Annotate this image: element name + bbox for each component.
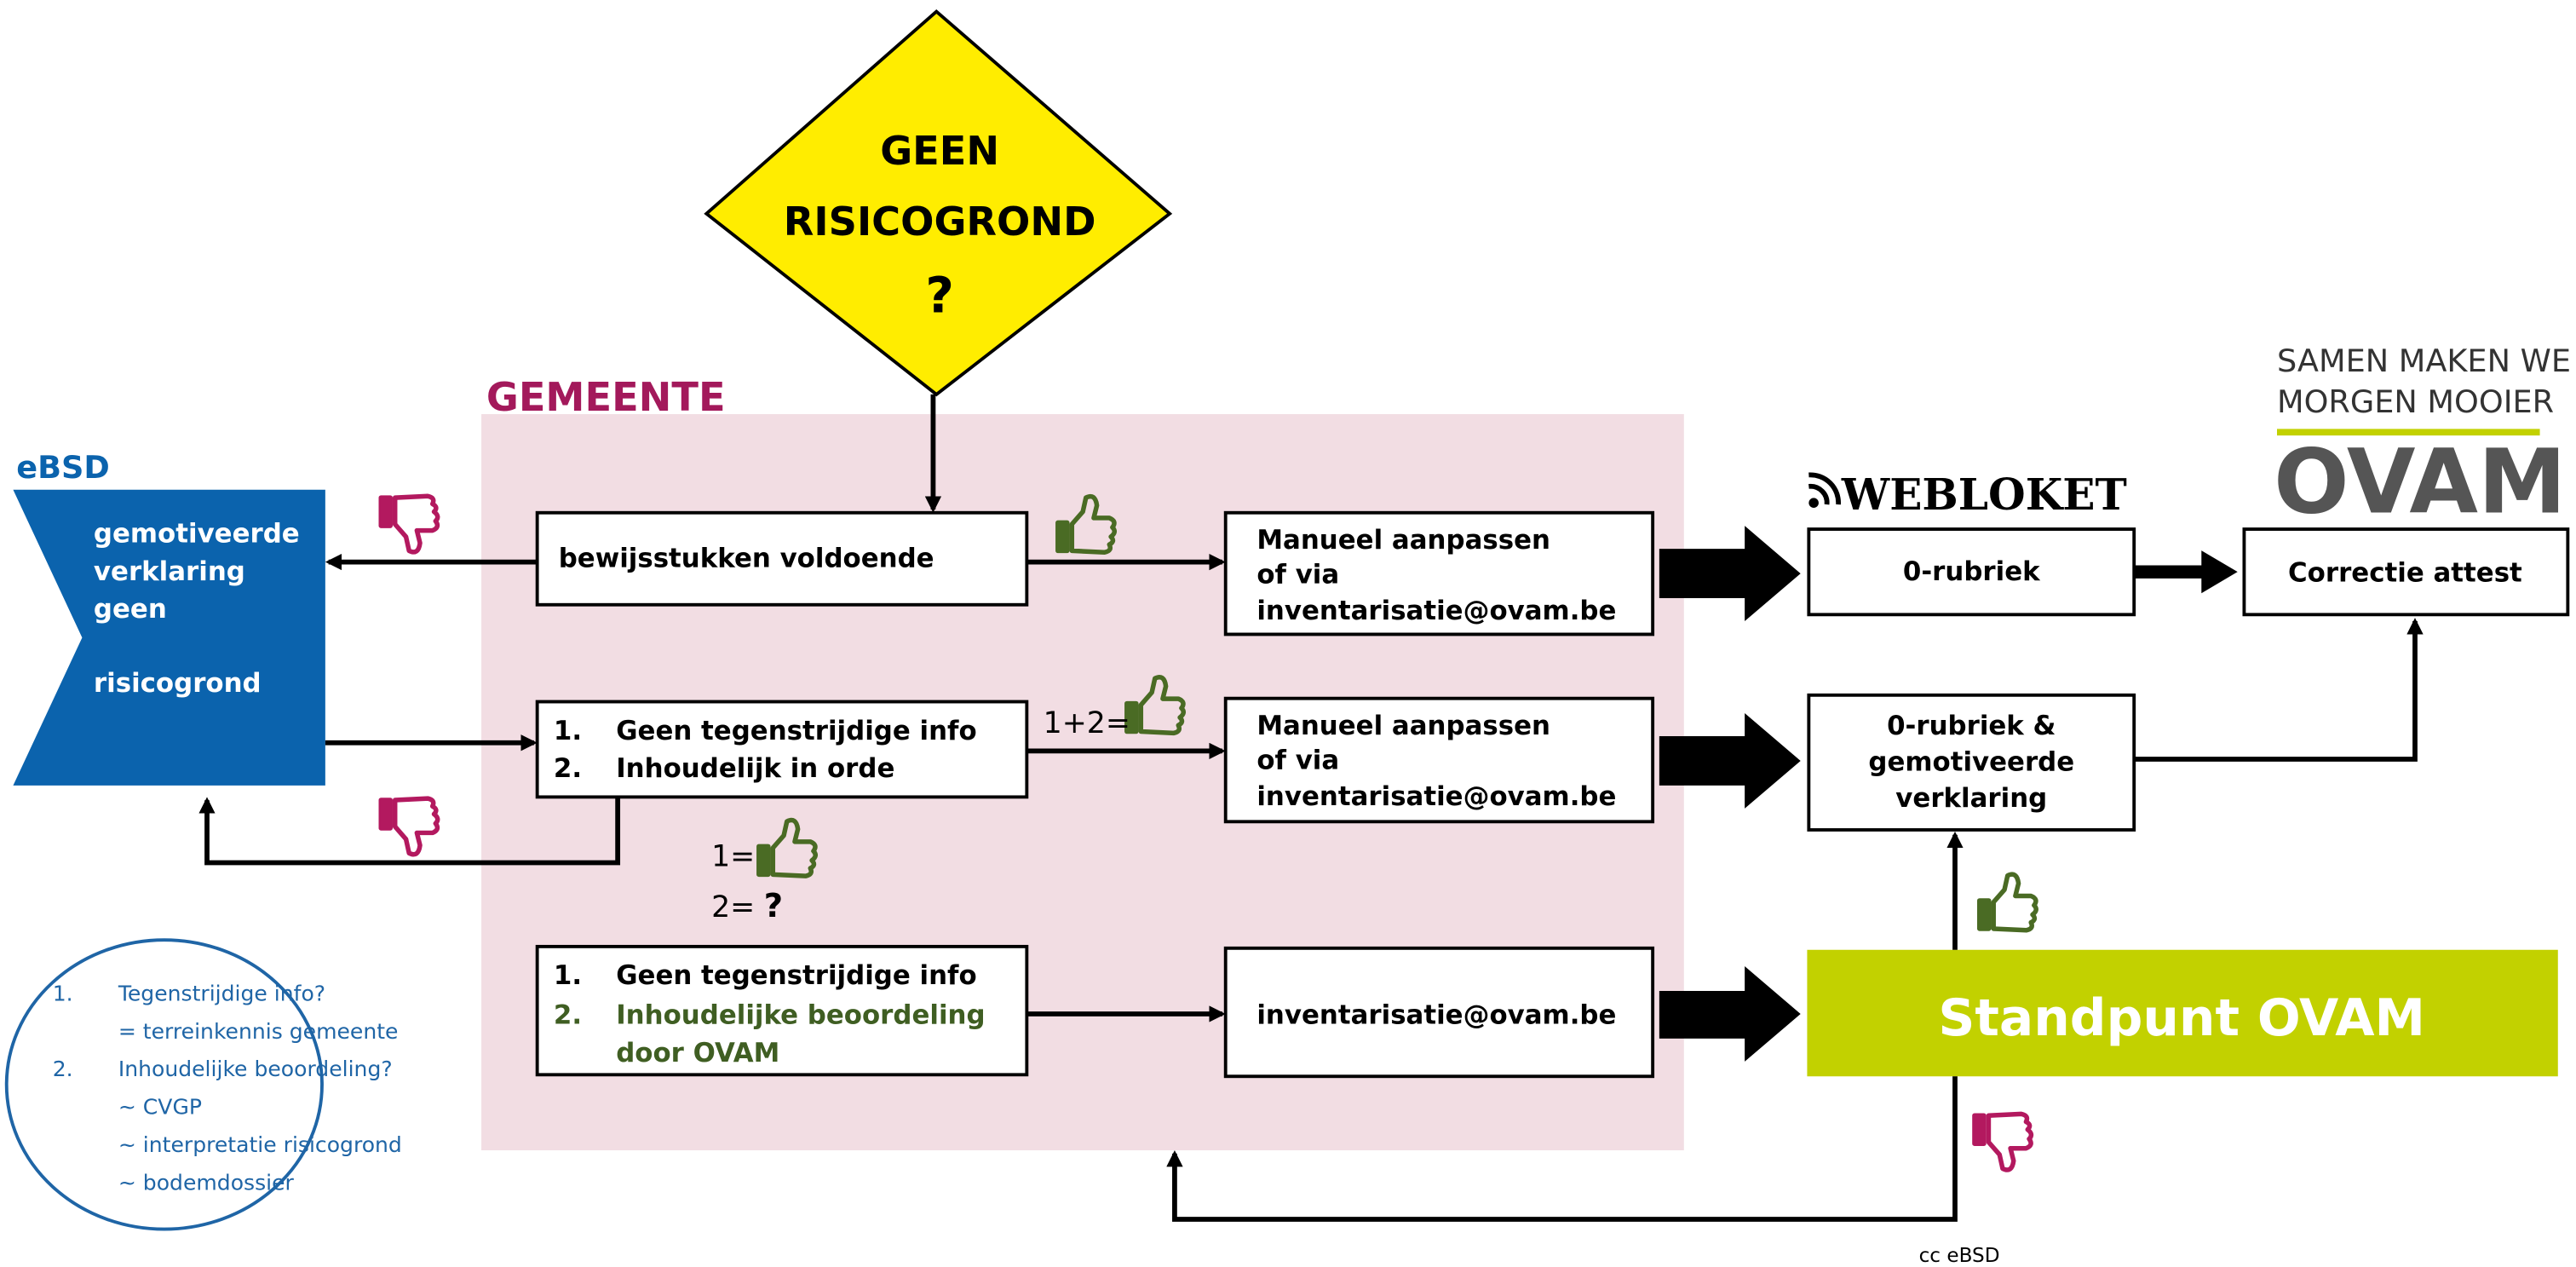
mail-text: inventarisatie@ovam.be [1256,1000,1616,1031]
arrow-standpunt-back-to-gemeente [1166,1076,1958,1222]
ebsd-line: geen [94,594,167,625]
diamond-line1: GEEN [880,128,999,174]
gemeente-label: GEMEENTE [486,374,726,420]
legend-sub: = terreinkennis gemeente [118,1019,399,1044]
box3-text2a: Inhoudelijke beoordeling [616,1000,985,1031]
box-geen-tegenstrijdige [535,700,1029,799]
box1-text: bewijsstukken voldoende [559,543,934,573]
thumbs-down-icon [379,798,437,855]
rss-icon [1808,472,1841,508]
ebsd-shape [13,489,325,786]
cc-ebsd-label: cc eBSD [1919,1245,2000,1267]
box-0-rubriek [1807,527,2136,617]
box-inventarisatie [1223,946,1655,1079]
arrow-verklaring-to-correctie [2134,618,2424,762]
manueel2-line: of via [1256,746,1339,776]
box2-num2: 2. [554,753,582,784]
annotation-2-question: ? [764,887,783,925]
ovam-tagline1: SAMEN MAKEN WE [2277,343,2571,379]
thumbs-up-icon [1978,874,2036,930]
manueel2-line: inventarisatie@ovam.be [1256,781,1616,812]
box2-num1: 1. [554,716,582,746]
decision-diamond: GEEN RISICOGROND ? [704,9,1173,397]
box2-text2: Inhoudelijk in orde [616,753,894,784]
manueel2-line: Manueel aanpassen [1256,711,1550,741]
diamond-line2: RISICOGROND [784,199,1096,245]
legend-num: 1. [53,982,73,1006]
legend-sub: ~ bodemdossier [118,1170,295,1195]
ebsd-line: risicogrond [94,668,262,699]
annotation-1plus2: 1+2= [1044,706,1130,740]
legend-title: Tegenstrijdige info? [118,982,325,1006]
ovam-tagline2: MORGEN MOOIER [2277,383,2554,420]
manueel1-line: Manueel aanpassen [1256,525,1550,556]
annotation-1: 1= [711,839,755,873]
legend-title: Inhoudelijke beoordeling? [118,1057,393,1081]
thumbs-down-icon [379,496,437,552]
webloket-label: WEBLOKET [1841,469,2127,520]
legend-sub: ~ CVGP [118,1095,202,1120]
ovam-logo: SAMEN MAKEN WE MORGEN MOOIER OVAM [2274,343,2571,534]
box3-num2: 2. [554,1000,582,1031]
big-arrow-3 [1659,966,1801,1062]
box-inhoudelijke-beoordeling [535,944,1029,1077]
standpunt-text: Standpunt OVAM [1938,989,2425,1048]
correctie-text: Correctie attest [2288,558,2522,589]
standpunt-ovam-box [1807,949,2558,1077]
ebsd-line: gemotiveerde [94,518,300,549]
ovam-wordmark: OVAM [2274,430,2566,534]
box3-text1: Geen tegenstrijdige info [616,960,976,991]
manueel1-line: of via [1256,560,1339,590]
box-0-rubriek-text: 0-rubriek [1903,556,2041,587]
ebsd-line: verklaring [94,556,245,587]
box2-text1: Geen tegenstrijdige info [616,716,976,746]
box-0-rubriek-verklaring [1807,693,2136,832]
box2-rubriek-line: 0-rubriek & [1887,711,2056,741]
big-arrow-1 [1659,526,1801,622]
big-arrow-2 [1659,713,1801,809]
manueel1-line: inventarisatie@ovam.be [1256,596,1616,626]
box3-text2b: door OVAM [616,1038,779,1068]
arrow-box2-back-to-ebsd [198,797,621,866]
legend-ellipse [4,938,324,1231]
box2-rubriek-line: gemotiveerde [1868,747,2074,778]
legend-num: 2. [53,1057,73,1081]
diamond-question: ? [925,266,954,324]
ebsd-label: eBSD [16,449,110,486]
thumbs-down-icon [1973,1114,2031,1170]
box-manueel-1 [1223,510,1655,636]
box-bewijsstukken [535,510,1029,607]
box-correctie-attest [2242,527,2570,617]
annotation-2: 2= [711,890,755,924]
box-manueel-2 [1223,696,1655,824]
box2-rubriek-line: verklaring [1895,783,2047,814]
box3-num1: 1. [554,960,582,991]
arrow-rubriek-to-correctie [2134,550,2238,594]
legend-sub: ~ interpretatie risicogrond [118,1132,402,1157]
